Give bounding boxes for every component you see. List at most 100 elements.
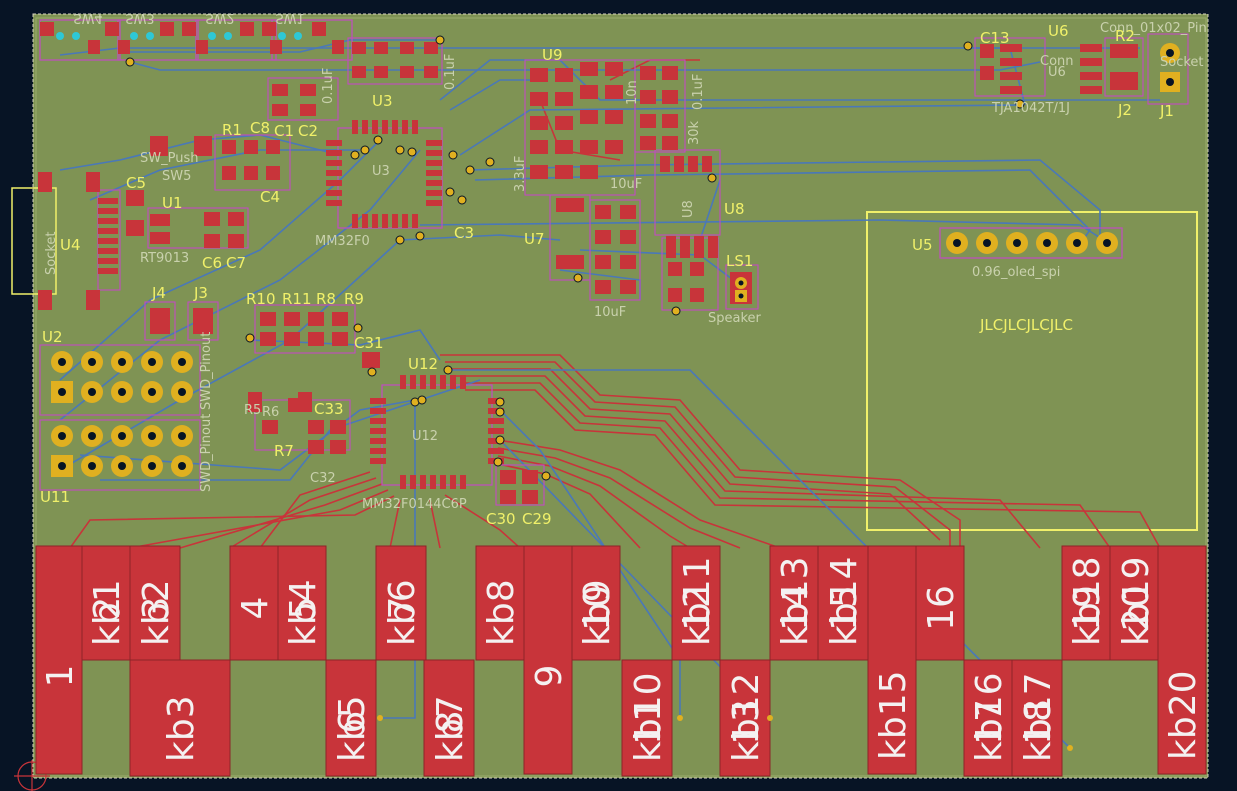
- pin-hole: [58, 358, 66, 366]
- key-label: kb7: [430, 695, 471, 762]
- ref-u6-body: U6: [1048, 65, 1066, 80]
- key-label: kb16: [969, 672, 1010, 762]
- val-mm32-u3: MM32F0: [315, 234, 370, 249]
- ref-u8: U8: [724, 200, 745, 218]
- ref-c5: C5: [126, 174, 146, 192]
- pin-hole: [1013, 239, 1021, 247]
- pin-hole: [1043, 239, 1051, 247]
- origin-marker-icon: [14, 760, 50, 791]
- key-pad: 16: [915, 545, 965, 661]
- oled-header-pins: [939, 227, 1123, 259]
- ref-u12-body: U12: [412, 429, 438, 444]
- key-label: kb20: [1163, 670, 1204, 760]
- pin-hole: [118, 432, 126, 440]
- pin-hole: [148, 462, 156, 470]
- top-copper-traces: [69, 59, 1161, 549]
- key-pad: 9: [523, 545, 573, 775]
- key-pad-shape: [719, 659, 771, 777]
- ref-u7: U7: [524, 230, 545, 248]
- ref-u8-body: U8: [681, 200, 696, 218]
- key-pad-shape: [475, 545, 525, 661]
- pin-hole: [178, 388, 186, 396]
- sw1-label: SW1: [275, 10, 304, 25]
- key-label: kb17: [1018, 672, 1059, 762]
- ref-r9: R9: [344, 290, 364, 308]
- key-label: kb11: [677, 556, 718, 646]
- usb-socket-outline: [11, 187, 57, 295]
- val-33uf: 3.3uF: [513, 156, 528, 192]
- val-jlc: JLCJLCJLCJLC: [979, 316, 1073, 334]
- key-label: kb10: [628, 672, 669, 762]
- key-label: kb2: [136, 579, 177, 646]
- ref-u9: U9: [542, 46, 563, 64]
- vias: [125, 35, 1025, 481]
- key-number: 6: [332, 711, 373, 734]
- ref-j4: J4: [151, 284, 166, 302]
- ref-c32: C32: [310, 471, 336, 486]
- board-edge: [35, 17, 1207, 777]
- key-label: kb14: [824, 556, 865, 646]
- pin-hole: [118, 358, 126, 366]
- ref-r10: R10: [246, 290, 276, 308]
- key-pad-shape: [571, 545, 621, 661]
- ref-c3: C3: [454, 224, 474, 242]
- val-10n: 10n: [625, 80, 640, 105]
- key-pad-shape: [325, 659, 377, 777]
- key-pad: kb8: [475, 545, 525, 661]
- key-number: 3: [136, 597, 177, 620]
- key-pad: kb3: [129, 659, 231, 777]
- ref-r2: R2: [1115, 27, 1135, 45]
- pin-hole: [178, 432, 186, 440]
- key-pad-shape: [1061, 545, 1111, 661]
- pin-hole: [148, 388, 156, 396]
- key-pad-shape: [129, 659, 231, 777]
- ref-c31: C31: [354, 334, 384, 352]
- key-label: kb15: [873, 670, 914, 760]
- ref-r5: R5: [244, 403, 261, 418]
- switch-pads: [40, 22, 344, 54]
- key-number: 5: [283, 597, 324, 620]
- key-label: kb13: [775, 556, 816, 646]
- ref-c4: C4: [260, 188, 280, 206]
- pin-hole: [58, 388, 66, 396]
- key-number: 8: [430, 711, 471, 734]
- sw3-label: SW3: [125, 10, 154, 25]
- key-pad-shape: [817, 545, 869, 661]
- pin-hole: [983, 239, 991, 247]
- ref-u11: U11: [40, 488, 70, 506]
- ref-c29: C29: [522, 510, 552, 528]
- key-number: 4: [235, 597, 276, 620]
- key-pad-shape: [375, 545, 427, 661]
- key-pad-shape: [671, 545, 721, 661]
- sw4-label: SW4: [73, 10, 102, 25]
- pin-hole: [178, 462, 186, 470]
- ref-u3-top: U3: [372, 92, 393, 110]
- key-number: 12: [677, 585, 718, 631]
- switch-vias: [56, 32, 302, 40]
- key-number: 17: [969, 699, 1010, 745]
- val-10uf-b: 10uF: [610, 177, 642, 192]
- val-10uf-a: 10uF: [594, 305, 626, 320]
- pin-hole: [118, 388, 126, 396]
- pin-hole: [118, 462, 126, 470]
- ref-u6: U6: [1048, 22, 1069, 40]
- val-swd-a: SWD_Pinout: [199, 332, 214, 410]
- pin-hole: [58, 432, 66, 440]
- pin-hole: [148, 358, 156, 366]
- key-pad-shape: [523, 545, 573, 775]
- key-pad-shape: [1157, 545, 1207, 775]
- ref-r11: R11: [282, 290, 312, 308]
- val-01uf-a: 0.1uF: [691, 74, 706, 110]
- key-pad: 4: [229, 545, 279, 661]
- val-mm32-u12: MM32F0144C6P: [362, 497, 467, 512]
- ref-r1: R1: [222, 121, 242, 139]
- conn-label: Conn_01x02_Pin: [1100, 21, 1207, 36]
- key-label: kb12: [726, 672, 767, 762]
